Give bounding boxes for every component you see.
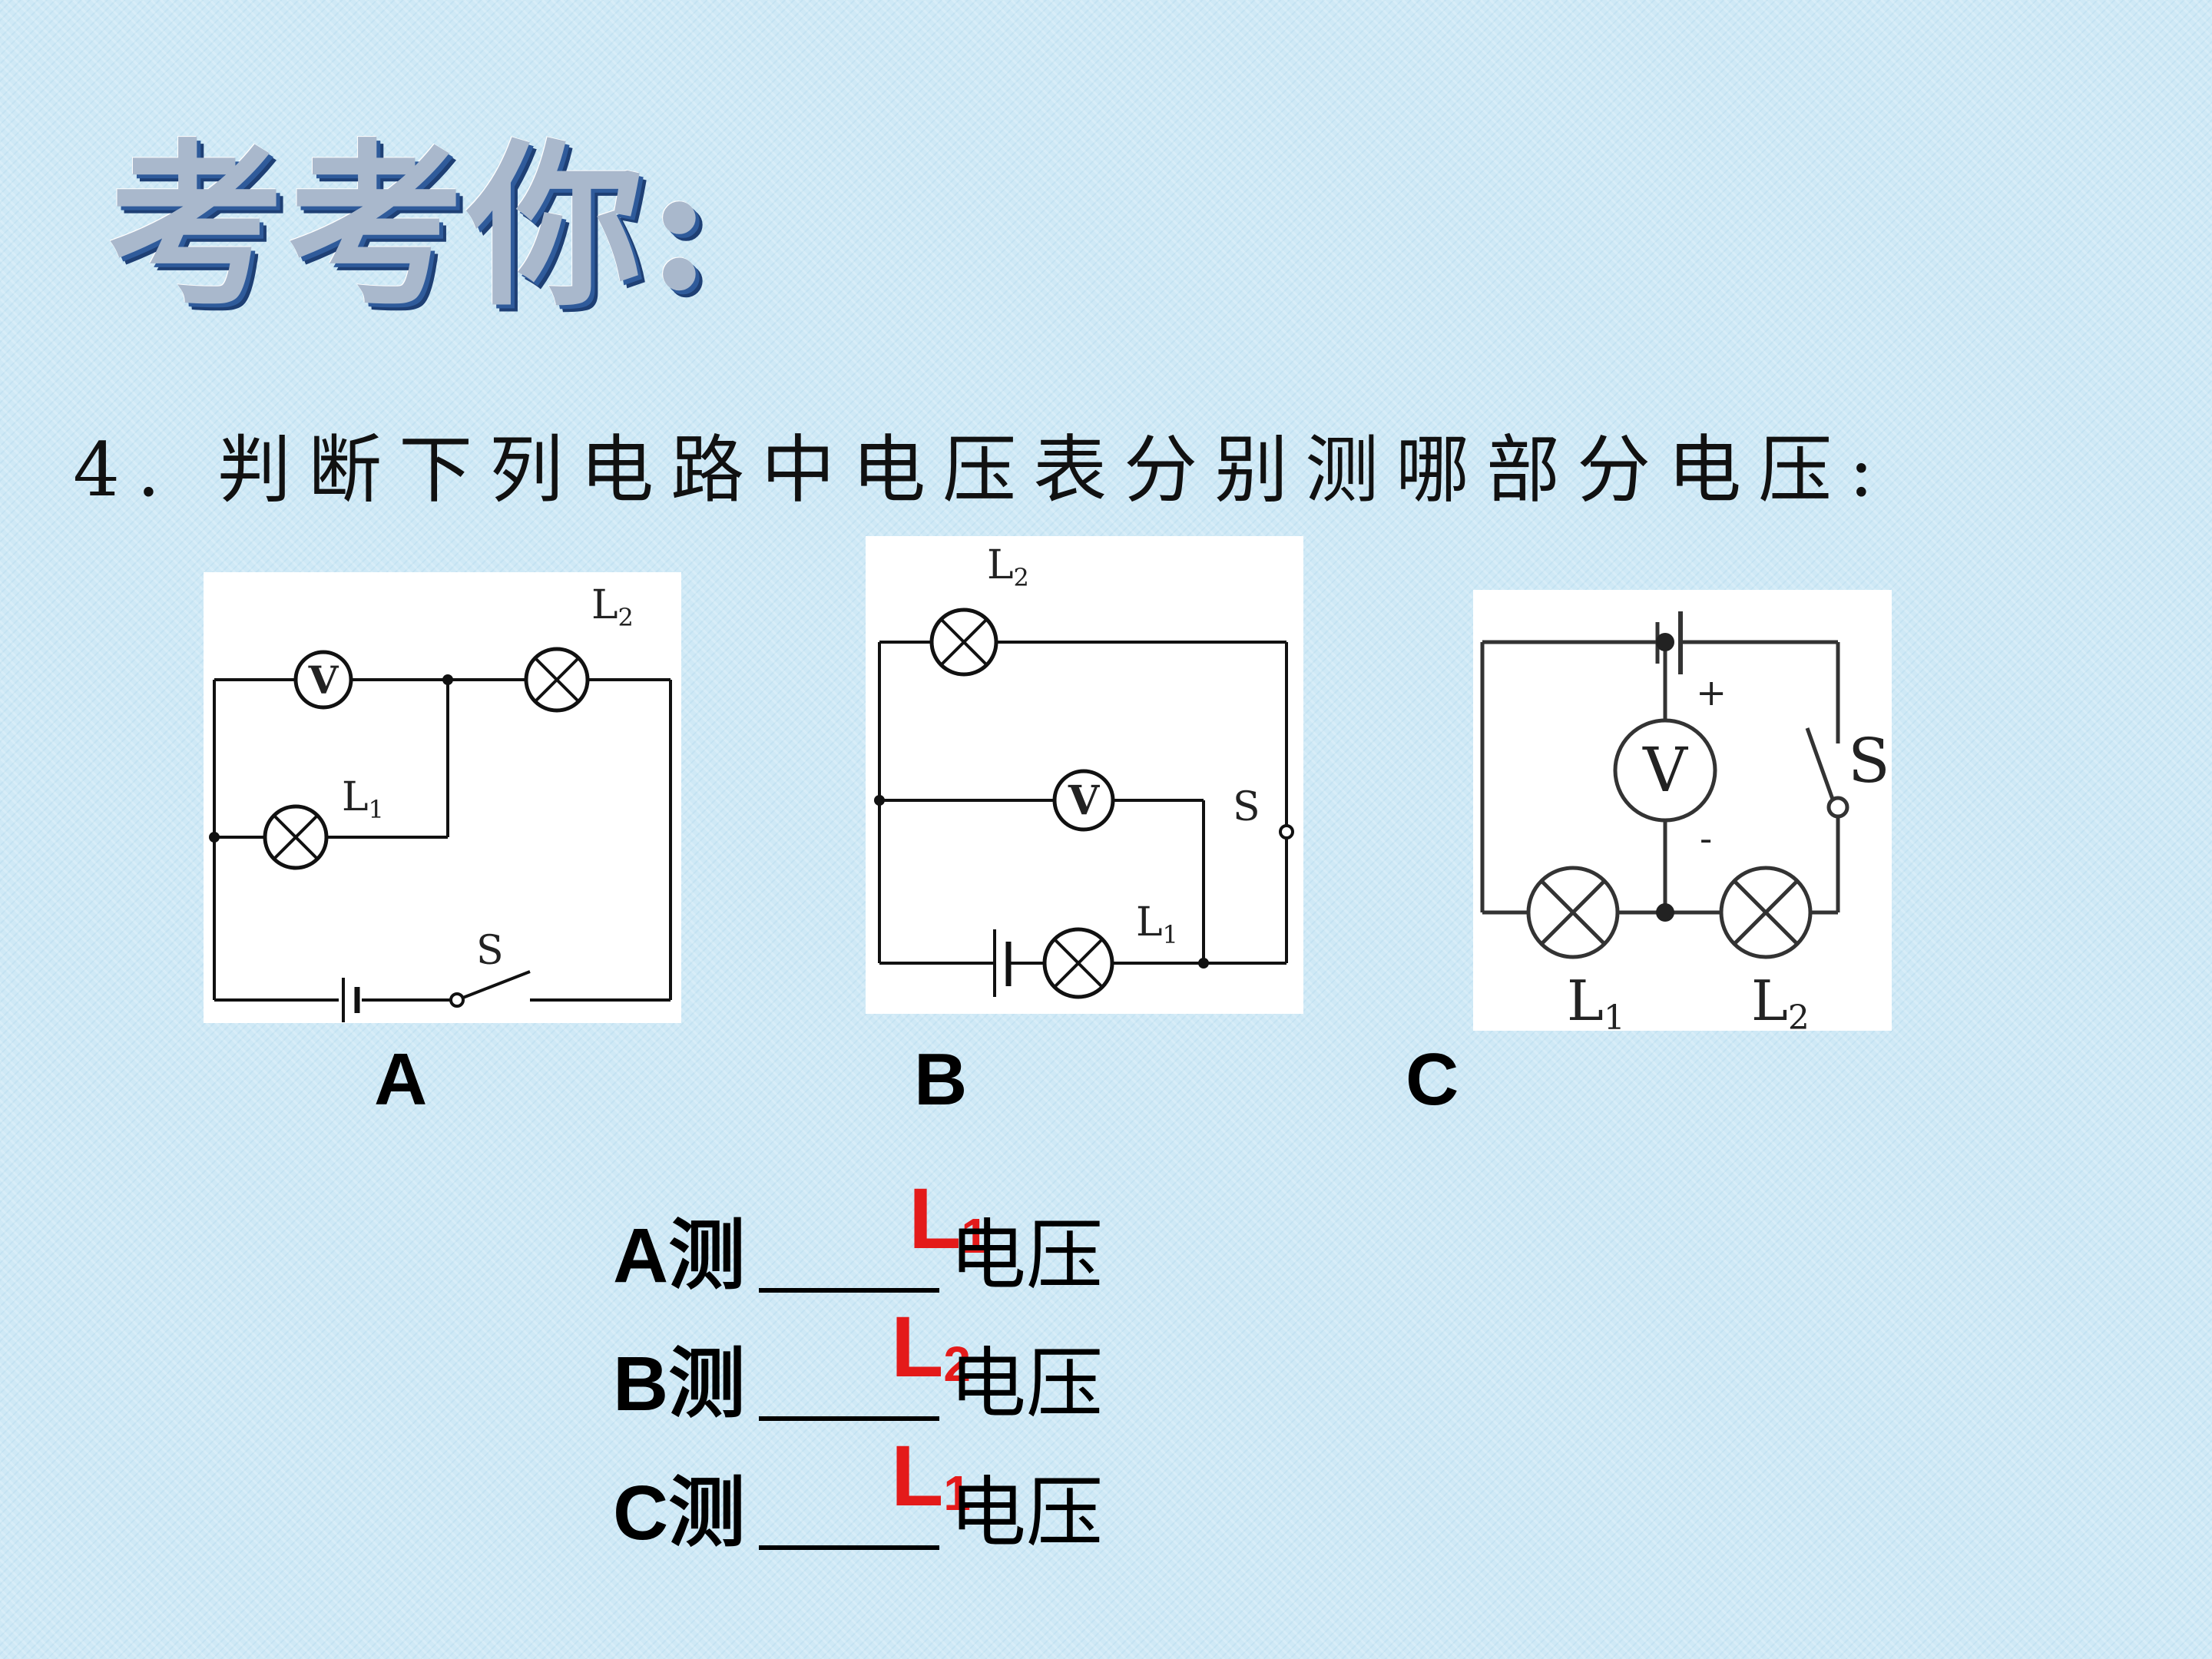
junction-dot: [209, 832, 220, 843]
switch-lever: [456, 970, 531, 1002]
lamp-l2-icon: [1719, 866, 1813, 959]
lamp-l1-icon: [1042, 927, 1114, 999]
junction-dot: [874, 795, 885, 806]
voltmeter-label: V: [308, 657, 339, 703]
lamp-l2-label: L2: [591, 582, 634, 632]
answer-suffix: 电压: [949, 1210, 1103, 1300]
caption-a: A: [374, 1038, 428, 1121]
answer-value: L2: [891, 1299, 972, 1395]
caption-b: B: [914, 1038, 968, 1121]
junction-dot: [1656, 633, 1674, 651]
circuit-c-drawing: V + - L1 L2 S: [1480, 611, 1890, 1031]
junction-dot: [442, 674, 453, 685]
voltmeter-label: V: [1642, 734, 1688, 806]
answer-blank-line: [759, 1416, 939, 1421]
answer-prefix: C测: [613, 1470, 746, 1556]
answer-suffix: 电压: [949, 1339, 1103, 1429]
voltmeter-icon: [293, 650, 353, 710]
answer-value: L1: [891, 1428, 972, 1524]
voltmeter-label: V: [1068, 777, 1101, 824]
lamp-l1-icon: [263, 804, 329, 870]
switch-lever: [1805, 727, 1836, 804]
voltmeter-icon: [1052, 769, 1115, 832]
lamp-l2-icon: [929, 608, 998, 677]
answer-blank-line: [759, 1288, 939, 1293]
switch-label: S: [1233, 784, 1260, 830]
answer-value: L1: [909, 1171, 989, 1267]
junction-dot: [1198, 958, 1209, 969]
voltmeter-plus-label: +: [1696, 671, 1727, 714]
switch-label: S: [1848, 725, 1890, 796]
lamp-l1-label: L1: [342, 774, 384, 824]
junction-dot: [1656, 903, 1674, 922]
lamp-l2-label: L2: [1751, 969, 1810, 1031]
lamp-l2-icon: [524, 647, 590, 713]
slide-title: 考考你:: [108, 123, 715, 330]
switch-pivot-icon: [449, 992, 465, 1008]
question-text: 4. 判断下列电路中电压表分别测哪部分电压:: [73, 427, 1891, 513]
lamp-l2-label: L2: [987, 542, 1029, 592]
switch-label: S: [476, 928, 504, 974]
lamp-l1-label: L1: [1567, 969, 1625, 1031]
circuit-a-drawing: V L2 L1 S: [209, 582, 672, 1022]
circuit-diagram-b: L2 V L1 S: [866, 536, 1303, 1014]
voltmeter-minus-label: -: [1700, 817, 1712, 860]
voltmeter-icon: [1613, 718, 1717, 823]
answer-suffix: 电压: [949, 1468, 1103, 1558]
switch-pivot-icon: [1826, 796, 1849, 819]
answer-row-a: A测 L1 电压: [613, 1176, 1304, 1302]
circuit-diagram-a: V L2 L1 S: [204, 572, 681, 1023]
caption-c: C: [1406, 1038, 1459, 1121]
circuit-diagram-c: V + - L1 L2 S: [1473, 590, 1892, 1031]
answer-row-b: B测 L2 电压: [613, 1304, 1304, 1430]
answer-blank-line: [759, 1545, 939, 1550]
switch-pivot-icon: [1279, 824, 1294, 839]
answer-prefix: A测: [613, 1213, 746, 1299]
lamp-l1-label: L1: [1136, 899, 1178, 949]
lamp-l1-icon: [1526, 866, 1620, 959]
answer-prefix: B测: [613, 1341, 746, 1427]
circuit-b-drawing: L2 V L1 S: [874, 542, 1294, 999]
answer-row-c: C测 L1 电压: [613, 1433, 1304, 1559]
